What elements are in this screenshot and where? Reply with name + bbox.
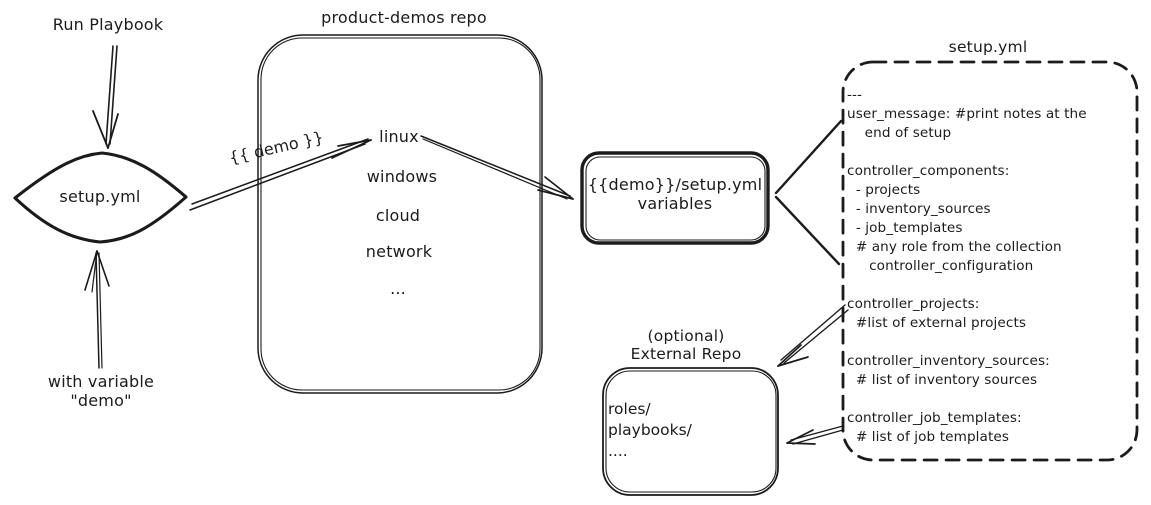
repo-item-windows: windows xyxy=(366,167,438,186)
projects-to-external-arrow xyxy=(777,304,849,367)
with-variable-arrow xyxy=(84,250,110,369)
repo-item-ellipsis: ... xyxy=(390,279,406,298)
variables-to-setup-fan-lines xyxy=(774,119,843,266)
repo-item-network: network xyxy=(365,242,433,261)
with-variable-label: with variable "demo" xyxy=(47,372,155,410)
setup-yml-diamond-label: setup.yml xyxy=(59,187,141,206)
setup-yml-file-title: setup.yml xyxy=(948,38,1028,56)
repo-item-cloud: cloud xyxy=(375,206,421,225)
linux-to-variables-arrow xyxy=(420,135,574,200)
external-repo-content: roles/ playbooks/ .... xyxy=(608,400,692,460)
run-playbook-arrow xyxy=(92,45,119,149)
repo-item-linux: linux xyxy=(379,127,419,146)
external-repo-title: (optional) External Repo xyxy=(630,327,742,364)
product-demos-repo-title: product-demos repo xyxy=(321,8,487,27)
variables-box-label: {{demo}}/setup.yml variables xyxy=(587,175,763,213)
job-templates-to-external-arrow xyxy=(786,425,844,445)
demo-arrow-label: {{ demo }} xyxy=(227,127,326,168)
setup-yml-content: --- user_message: #print notes at the en… xyxy=(847,87,1087,445)
run-playbook-label: Run Playbook xyxy=(52,15,164,34)
